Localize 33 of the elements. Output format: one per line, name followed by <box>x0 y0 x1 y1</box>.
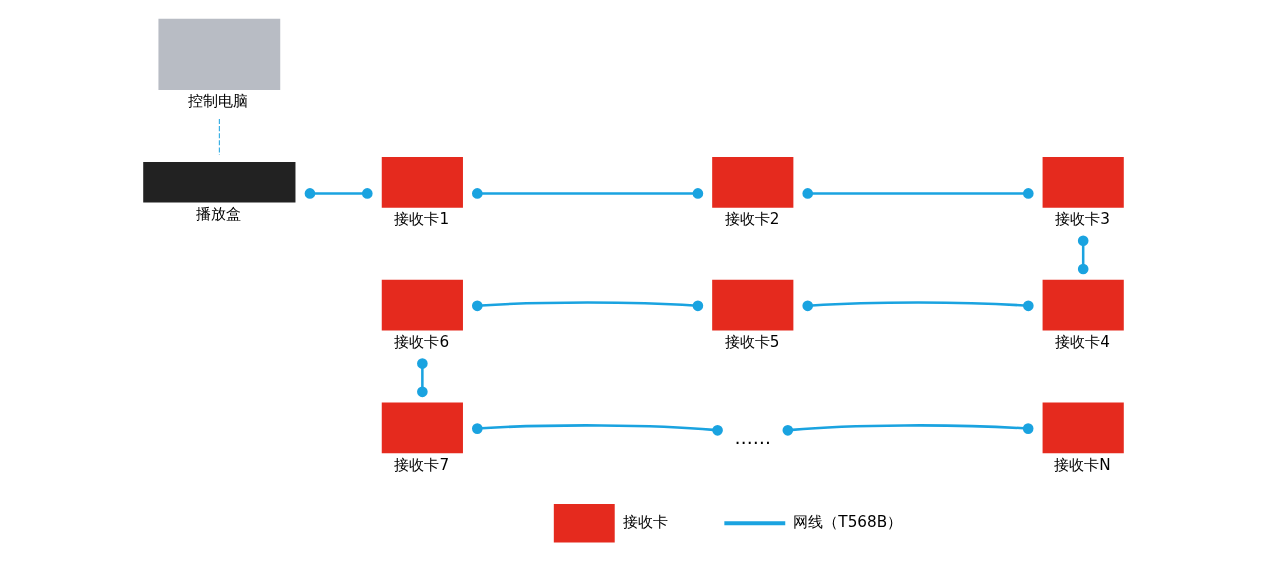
legend-label: 接收卡 <box>622 512 668 531</box>
node-label: 接收卡3 <box>1055 209 1110 228</box>
node-label: 接收卡1 <box>394 209 450 228</box>
connector <box>802 300 1034 312</box>
connector <box>472 188 704 199</box>
node-box <box>1042 402 1124 454</box>
legend-label: 网线（T568B） <box>793 512 903 531</box>
node-label: 接收卡5 <box>724 332 780 351</box>
node-box <box>143 161 296 203</box>
connector <box>417 358 428 398</box>
node-box <box>381 279 463 331</box>
connector <box>471 300 704 312</box>
connector <box>304 188 373 199</box>
node-box <box>712 279 794 331</box>
connector <box>802 188 1034 199</box>
node-label: 接收卡2 <box>724 209 780 228</box>
node-text: …… <box>734 426 772 448</box>
node-box <box>1042 279 1124 331</box>
node-box <box>158 18 281 90</box>
connector <box>782 423 1034 436</box>
connector <box>471 423 723 436</box>
node-label: 播放盒 <box>196 204 241 223</box>
node-label: 控制电脑 <box>188 92 249 111</box>
connector <box>1077 235 1089 275</box>
node-label: 接收卡4 <box>1055 332 1110 351</box>
node-label: 接收卡7 <box>394 455 450 474</box>
node-box <box>381 402 463 454</box>
node-box <box>381 156 463 208</box>
node-box <box>1042 156 1124 208</box>
connector <box>218 118 220 156</box>
node-label: 接收卡6 <box>394 332 450 351</box>
node-box <box>712 156 794 208</box>
node-label: 接收卡N <box>1054 455 1111 474</box>
